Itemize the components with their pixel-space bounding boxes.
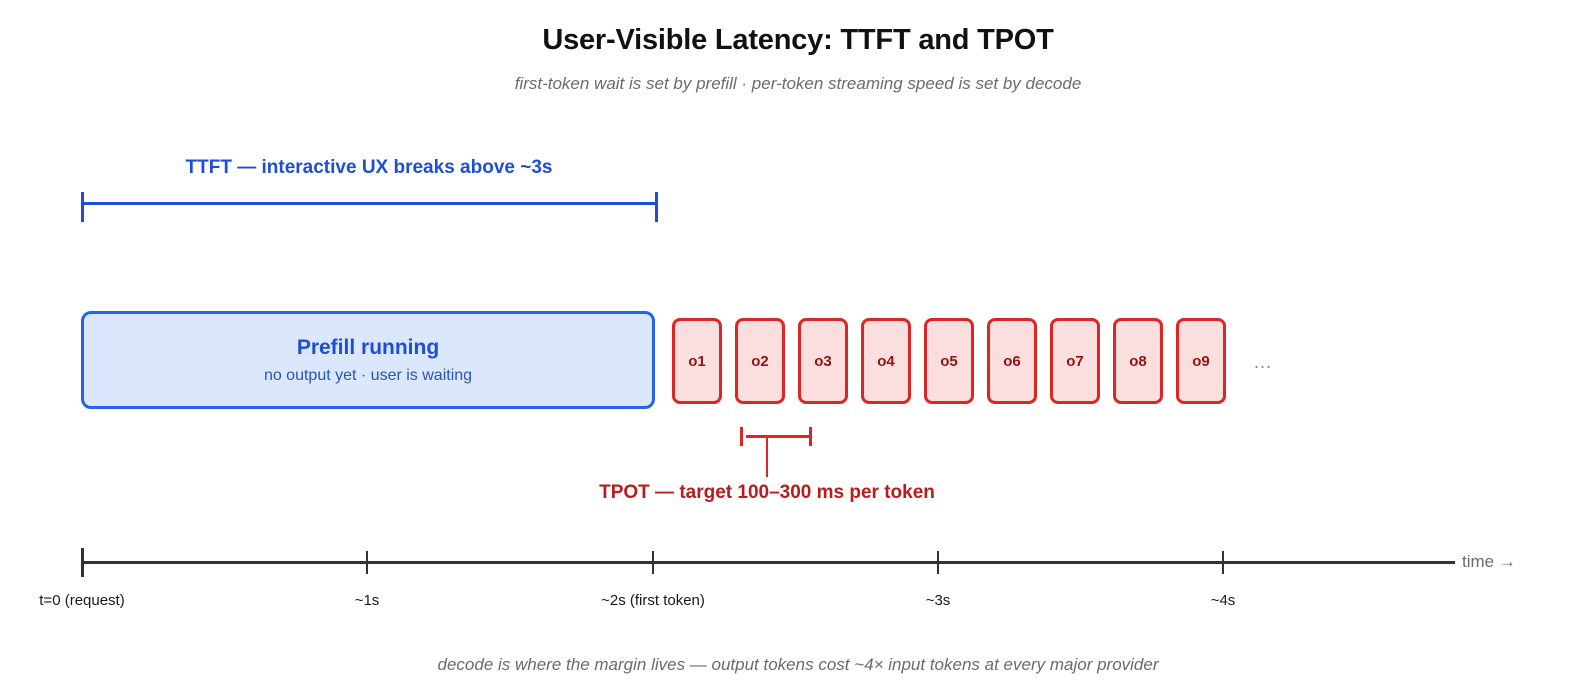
axis-tick-mark (366, 551, 368, 574)
page-title: User-Visible Latency: TTFT and TPOT (542, 24, 1054, 56)
axis-tick-mark (1222, 551, 1224, 574)
decode-token-box: o5 (924, 318, 974, 404)
timeline-axis-arrow-label: time → (1462, 552, 1516, 571)
decode-token-box: o3 (798, 318, 848, 404)
axis-tick-label: ~3s (925, 592, 951, 609)
footer-caption: decode is where the margin lives — outpu… (437, 655, 1159, 674)
prefill-subtitle: no output yet · user is waiting (263, 366, 473, 384)
decode-token-box: o1 (672, 318, 722, 404)
axis-tick-label: ~4s (1210, 592, 1236, 609)
decode-ellipsis: … (1253, 352, 1273, 373)
tpot-bracket-cap-start (740, 427, 743, 446)
ttft-bracket-cap-start (81, 192, 84, 222)
decode-token-box: o8 (1113, 318, 1163, 404)
prefill-title: Prefill running (296, 335, 440, 359)
axis-tick-mark (937, 551, 939, 574)
axis-tick-mark (652, 551, 654, 574)
decode-token-box: o2 (735, 318, 785, 404)
axis-tick-label: ~1s (354, 592, 380, 609)
ttft-annotation-label: TTFT — interactive UX breaks above ~3s (185, 157, 553, 178)
tpot-leader-line (766, 437, 768, 477)
ttft-bracket-cap-end (655, 192, 658, 222)
tpot-bracket-bar (746, 435, 812, 438)
decode-token-box: o7 (1050, 318, 1100, 404)
decode-token-box: o9 (1176, 318, 1226, 404)
ttft-bracket-bar (81, 202, 657, 205)
page-subtitle: first-token wait is set by prefill · per… (514, 74, 1082, 93)
decode-token-box: o4 (861, 318, 911, 404)
axis-tick-label: t=0 (request) (39, 592, 125, 609)
decode-token-box: o6 (987, 318, 1037, 404)
axis-tick-mark (81, 548, 84, 577)
timeline-axis-line (81, 561, 1455, 564)
axis-tick-label: ~2s (first token) (601, 592, 705, 609)
tpot-annotation-label: TPOT — target 100–300 ms per token (599, 482, 935, 503)
prefill-block: Prefill running no output yet · user is … (81, 311, 655, 409)
tpot-bracket-cap-end (809, 427, 812, 446)
